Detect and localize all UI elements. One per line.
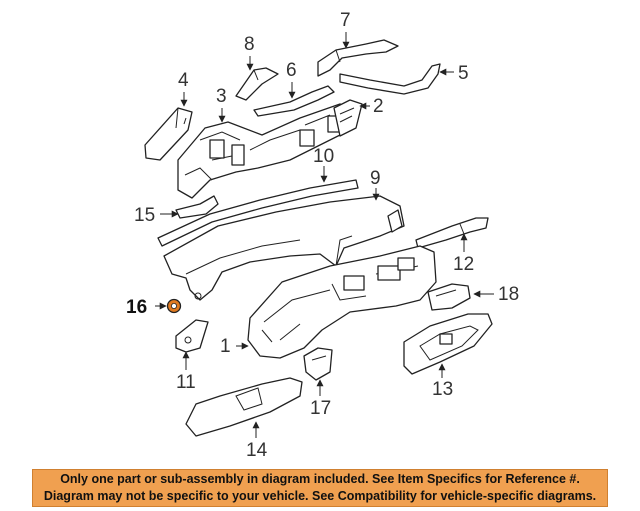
leader-lines xyxy=(155,32,494,438)
part-11-end-cap xyxy=(175,319,209,353)
callout-7: 7 xyxy=(340,10,351,31)
part-17-bracket xyxy=(303,347,333,381)
part-4-bracket xyxy=(144,107,193,161)
callout-15: 15 xyxy=(134,205,155,226)
part-2-duct xyxy=(333,99,363,137)
part-12-trim xyxy=(415,217,489,249)
part-3-reinforcement xyxy=(177,103,357,199)
callout-3: 3 xyxy=(216,86,227,107)
callout-5: 5 xyxy=(458,63,469,84)
part-1-carrier xyxy=(247,245,437,359)
callout-12: 12 xyxy=(453,254,474,275)
callout-1: 1 xyxy=(220,336,231,357)
part-16-fastener xyxy=(166,298,182,314)
disclaimer-line-2: Diagram may not be specific to your vehi… xyxy=(43,489,597,503)
part-14-knee-bolster xyxy=(185,377,303,437)
part-15-trim xyxy=(175,195,219,219)
callout-13: 13 xyxy=(432,379,453,400)
callout-18: 18 xyxy=(498,284,519,305)
callout-9: 9 xyxy=(370,168,381,189)
callout-17: 17 xyxy=(310,398,331,419)
part-9-upper-pad xyxy=(163,195,405,301)
callout-10: 10 xyxy=(313,146,334,167)
parts-diagram: 4 3 8 6 7 5 2 10 9 15 12 18 16 1 11 13 1… xyxy=(126,10,519,461)
part-8-bracket xyxy=(235,67,279,101)
callout-14: 14 xyxy=(246,440,268,461)
part-6-duct xyxy=(253,85,335,117)
callout-16: 16 xyxy=(126,297,147,318)
part-5-duct xyxy=(339,63,441,95)
part-10-trim xyxy=(157,179,359,247)
callout-4: 4 xyxy=(178,70,189,91)
callout-11: 11 xyxy=(176,372,196,393)
callout-2: 2 xyxy=(373,96,384,117)
callout-8: 8 xyxy=(244,34,255,55)
disclaimer-banner: Only one part or sub-assembly in diagram… xyxy=(32,469,608,507)
part-13-glove-box xyxy=(403,313,493,375)
callout-6: 6 xyxy=(286,60,297,81)
part-18-latch xyxy=(427,283,471,311)
disclaimer-line-1: Only one part or sub-assembly in diagram… xyxy=(60,472,580,486)
part-7-duct xyxy=(317,39,399,77)
